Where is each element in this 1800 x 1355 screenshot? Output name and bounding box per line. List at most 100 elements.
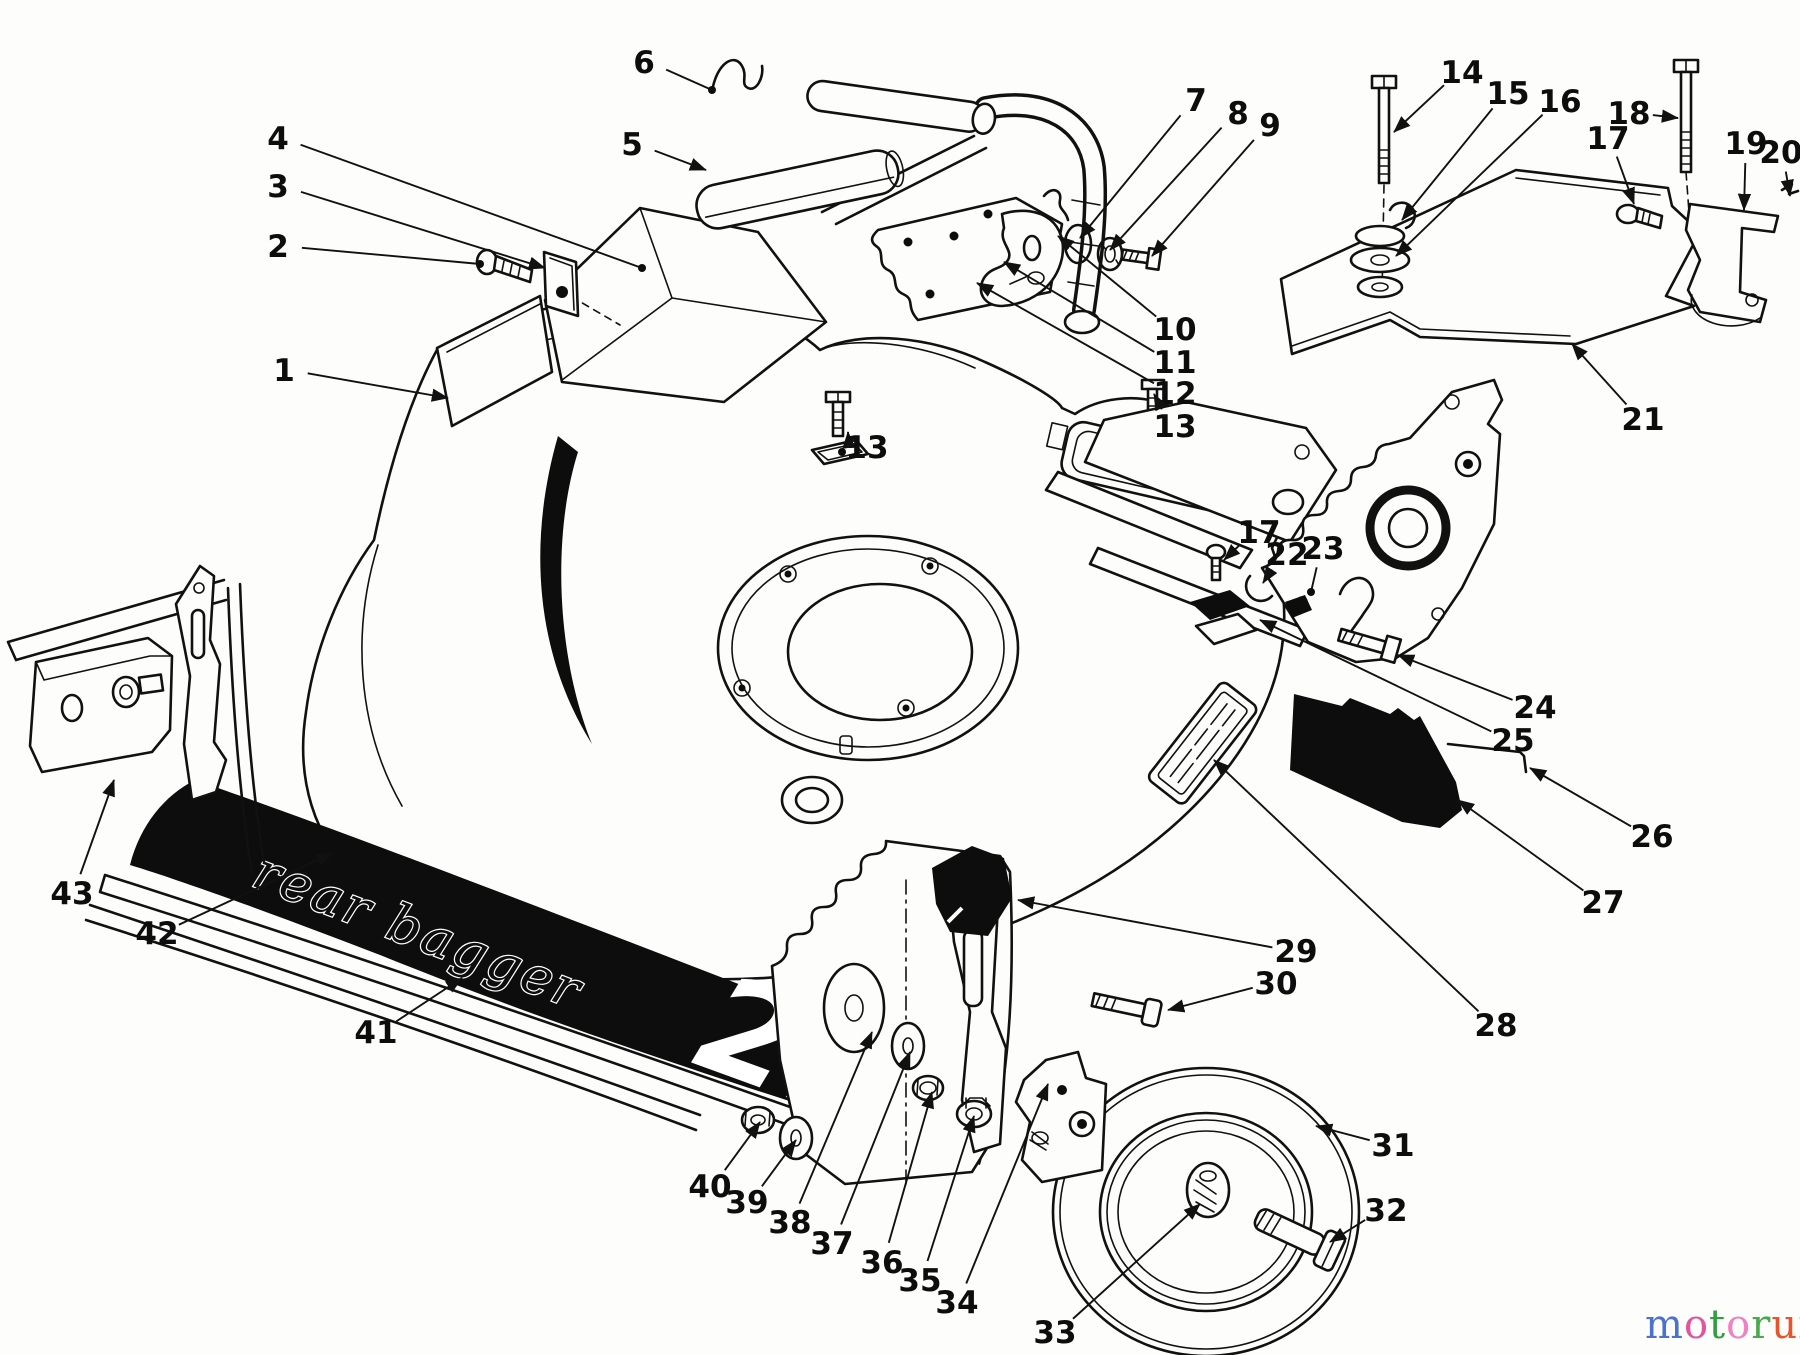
screw-17-mid	[1190, 543, 1312, 646]
callout-number-13: 13	[1153, 409, 1196, 445]
callout-leader-19	[1737, 162, 1752, 211]
callout-number-9: 9	[1259, 108, 1281, 144]
callout-number-23: 23	[1301, 531, 1344, 567]
callout-number-8: 8	[1227, 96, 1249, 132]
callout-34: 34	[935, 1083, 1049, 1321]
motoruf-logo[interactable]: motoruf.de	[1645, 1302, 1800, 1348]
callout-leader-23	[1310, 567, 1318, 593]
callout-7: 7	[1079, 83, 1207, 239]
callout-leader-31	[1315, 1123, 1370, 1142]
wire-clip-6	[710, 58, 764, 94]
locknut-36	[911, 1074, 945, 1102]
callout-26: 26	[1529, 767, 1674, 855]
callout-24: 24	[1397, 654, 1557, 726]
callout-37: 37	[810, 1051, 911, 1262]
callout-leader-17	[1223, 543, 1241, 561]
callout-number-21: 21	[1621, 402, 1664, 438]
callout-3: 3	[267, 169, 546, 270]
callout-33: 33	[1033, 1203, 1201, 1351]
callout-dot-4	[638, 264, 646, 272]
callout-39: 39	[725, 1139, 797, 1221]
callout-number-10: 10	[1153, 312, 1196, 348]
wheel-tire-outer	[1051, 1066, 1361, 1355]
bracket-19	[1684, 202, 1780, 327]
callout-leader-18	[1652, 109, 1679, 123]
callout-number-41: 41	[354, 1015, 397, 1051]
callout-leader-17	[1615, 156, 1635, 205]
callout-leader-2	[301, 246, 481, 265]
cover-plate	[1279, 168, 1702, 356]
callout-29: 29	[1017, 896, 1318, 970]
callout-30: 30	[1167, 966, 1298, 1013]
callout-number-5: 5	[621, 127, 643, 163]
rod-26	[1446, 742, 1528, 774]
callout-leader-8	[1109, 126, 1223, 251]
height-adjuster-right	[1044, 378, 1528, 828]
callout-number-33: 33	[1033, 1315, 1076, 1351]
callout-number-28: 28	[1474, 1008, 1517, 1044]
callout-number-36: 36	[860, 1245, 903, 1281]
callout-leader-9	[1151, 139, 1255, 257]
callout-number-25: 25	[1491, 723, 1534, 759]
callout-leader-3	[300, 190, 546, 270]
callout-number-15: 15	[1486, 76, 1529, 112]
callout-21: 21	[1571, 343, 1665, 438]
callout-dot-6	[708, 86, 716, 94]
callout-leader-4	[300, 143, 643, 269]
callout-leader-38	[798, 1031, 873, 1205]
callout-10: 10	[1057, 235, 1197, 348]
callout-36: 36	[860, 1091, 934, 1281]
callout-19: 19	[1724, 126, 1768, 211]
callout-leader-28	[1213, 759, 1480, 1012]
axle-bolt-32	[1253, 1208, 1347, 1272]
callout-number-1: 1	[273, 353, 295, 389]
adjuster-pivot-ring	[1365, 485, 1451, 571]
callout-leader-14	[1393, 84, 1445, 133]
callout-number-6: 6	[633, 45, 655, 81]
callout-4: 4	[267, 121, 646, 272]
callout-13: 13	[1153, 393, 1197, 445]
handle-assembly	[695, 58, 1163, 335]
watermark-logo[interactable]: motoruf.de	[1645, 1302, 1800, 1348]
bracket-34	[1014, 1050, 1108, 1184]
callout-number-20: 20	[1759, 135, 1800, 171]
callout-number-17: 17	[1586, 121, 1629, 157]
callout-number-26: 26	[1630, 819, 1673, 855]
callout-13: 13	[842, 430, 889, 466]
c-clip-22	[1244, 574, 1274, 603]
callout-5: 5	[621, 127, 707, 171]
callout-number-38: 38	[768, 1205, 811, 1241]
callout-35: 35	[898, 1115, 976, 1299]
adjust-knob-29	[932, 846, 1012, 936]
callout-43: 43	[50, 779, 115, 912]
callout-dot-23	[1307, 588, 1315, 596]
callout-25: 25	[1259, 619, 1535, 759]
callout-leader-22	[1262, 565, 1278, 584]
callout-1: 1	[273, 353, 449, 402]
left-brackets	[6, 564, 266, 874]
callout-2: 2	[267, 229, 484, 268]
bumper-strip-lower	[84, 903, 702, 1132]
callout-number-7: 7	[1185, 83, 1207, 119]
callout-18: 18	[1607, 96, 1679, 132]
callout-leader-6	[665, 68, 713, 91]
callout-23: 23	[1301, 531, 1345, 596]
callout-leader-37	[840, 1051, 911, 1225]
callout-number-29: 29	[1274, 934, 1317, 970]
callout-leader-34	[965, 1083, 1049, 1284]
callout-leader-1	[307, 372, 449, 402]
callout-leader-13	[1153, 393, 1168, 412]
bolt-24	[1336, 627, 1403, 665]
nut-40	[740, 1105, 776, 1135]
callout-27: 27	[1457, 799, 1625, 921]
callout-number-22: 22	[1265, 537, 1308, 573]
callout-number-16: 16	[1538, 84, 1581, 120]
callout-6: 6	[633, 45, 716, 94]
wheel-rim	[1098, 1111, 1314, 1313]
callout-number-31: 31	[1371, 1128, 1414, 1164]
handle-upper-tube	[806, 79, 997, 135]
callout-leader-32	[1329, 1219, 1366, 1243]
callout-leader-29	[1017, 896, 1273, 949]
